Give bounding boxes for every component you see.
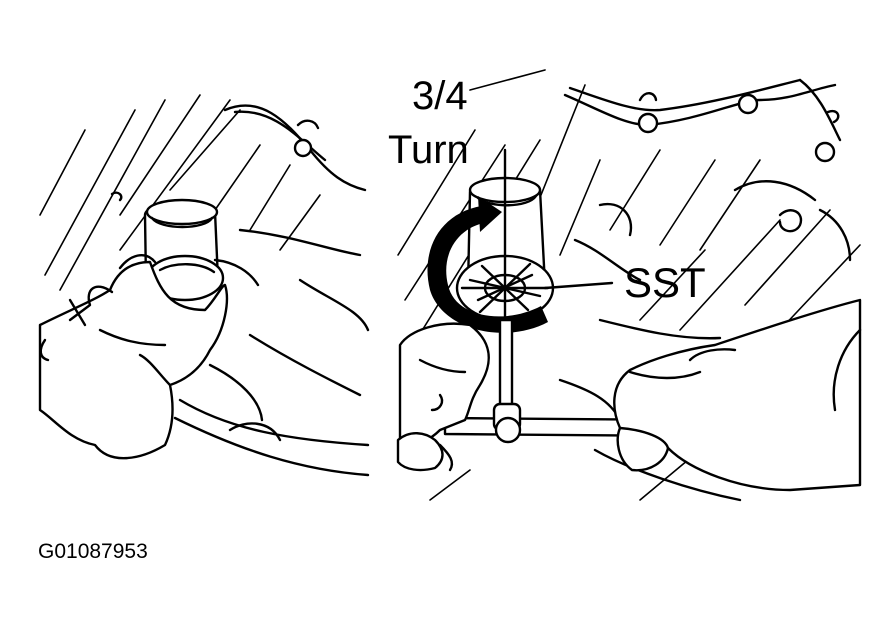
turn-label: Turn [388,128,469,172]
left-panel [38,94,370,477]
figure-code: G01087953 [38,540,148,563]
right-panel-right-hand [613,298,862,492]
sst-cap-wrench [455,254,614,322]
bolt-icon [293,138,313,158]
right-panel-left-hand [396,322,490,472]
left-hand [38,254,229,460]
rotation-amount-label: 3/4 [412,74,468,118]
sst-leader-line [543,281,614,290]
clockwise-arrow-icon [427,196,548,333]
bolt-icon [737,93,759,115]
right-panel [396,69,862,502]
oil-filter-left [143,198,260,302]
bolt-icon [637,112,659,134]
sst-label: SST [624,259,706,306]
bolt-icon [814,141,836,163]
